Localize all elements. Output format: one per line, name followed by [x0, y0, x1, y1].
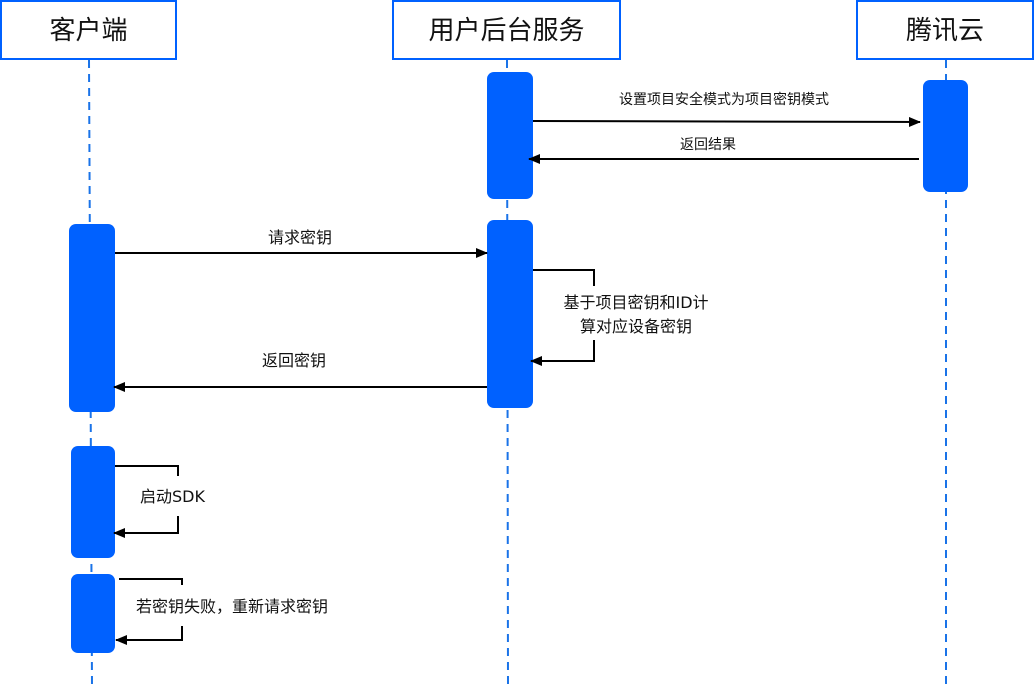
message-label: 若密钥失败，重新请求密钥	[136, 597, 328, 616]
activation-cloud-1	[923, 80, 968, 192]
message-label-line-2: 算对应设备密钥	[580, 317, 692, 336]
message-compute-device-key: 基于项目密钥和ID计 算对应设备密钥	[531, 269, 709, 361]
activation-client-1	[69, 224, 115, 412]
participant-cloud[interactable]: 腾讯云	[856, 0, 1034, 60]
message-label: 启动SDK	[140, 487, 205, 506]
participant-cloud-label: 腾讯云	[906, 16, 984, 46]
self-call-arrow	[531, 269, 595, 361]
participant-client-label: 客户端	[49, 16, 127, 46]
message-label: 返回结果	[680, 137, 736, 153]
message-retry-request-key: 若密钥失败，重新请求密钥	[116, 578, 328, 640]
message-set-security-mode: 设置项目安全模式为项目密钥模式	[532, 91, 921, 127]
message-arrow	[532, 116, 921, 127]
participant-client[interactable]: 客户端	[0, 0, 177, 60]
participant-server-label: 用户后台服务	[428, 16, 584, 46]
message-label: 设置项目安全模式为项目密钥模式	[619, 91, 829, 108]
participant-server[interactable]: 用户后台服务	[392, 0, 621, 60]
message-return-key: 返回密钥	[113, 351, 487, 392]
activation-server-2	[487, 220, 533, 408]
activation-server-1	[487, 72, 533, 199]
self-call-arrow	[114, 465, 179, 533]
activation-client-2	[71, 446, 115, 558]
self-call-arrow	[116, 578, 183, 640]
activation-client-3	[71, 574, 115, 653]
message-label-line-1: 基于项目密钥和ID计	[563, 293, 708, 312]
message-request-key: 请求密钥	[115, 228, 488, 258]
message-return-result: 返回结果	[528, 137, 919, 164]
message-label: 请求密钥	[268, 228, 332, 247]
message-start-sdk: 启动SDK	[114, 465, 205, 533]
message-label: 返回密钥	[262, 351, 326, 370]
